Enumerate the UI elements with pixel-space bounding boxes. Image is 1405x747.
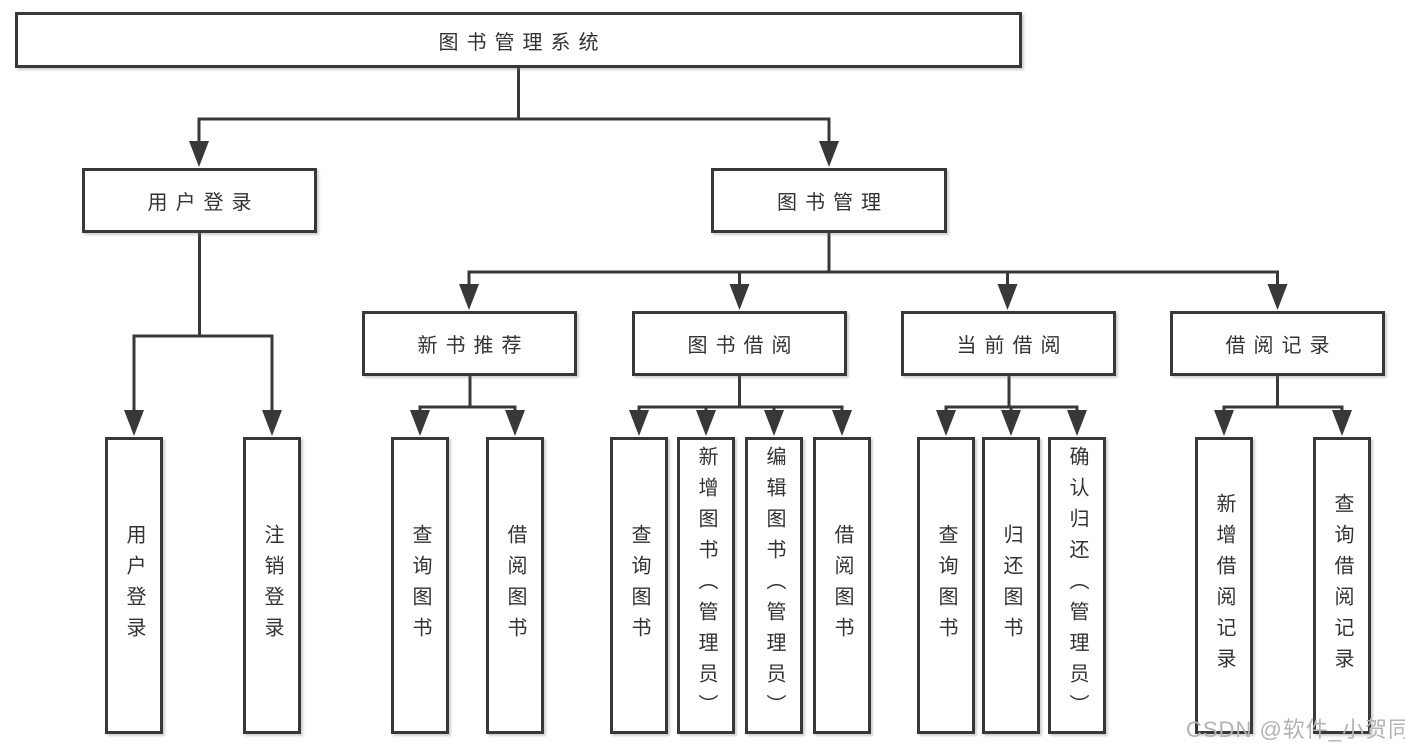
arrowhead [1001,410,1021,436]
node-label: 查询图书 [628,523,650,648]
node-current-borrow: 当前借阅 [901,311,1116,376]
node-leaf-add-books-admin: 新增图书（管理员） [677,437,735,734]
node-leaf-query-borrow-record: 查询借阅记录 [1313,437,1371,734]
arrowhead [1267,284,1288,310]
arrowhead [629,410,649,436]
node-leaf-query-books-1: 查询图书 [391,437,449,734]
arrowhead [819,141,839,167]
node-leaf-confirm-return-admin: 确认归还（管理员） [1048,437,1106,734]
node-label: 图书管理系统 [438,31,607,54]
node-leaf-add-borrow-record: 新增借阅记录 [1195,437,1253,734]
node-user-login: 用户登录 [82,168,317,233]
connector-line [467,270,1279,301]
node-label: 查询图书 [935,523,957,648]
node-leaf-borrow-books-2: 借阅图书 [813,437,871,734]
csdn-watermark: CSDN @软件_小贺同学 [1186,717,1405,742]
arrowhead [729,284,750,310]
node-leaf-edit-books-admin: 编辑图书（管理员） [745,437,803,734]
node-new-book-recommend: 新书推荐 [362,311,577,376]
arrowhead [832,410,852,436]
connector-line [132,334,274,428]
arrowhead [764,410,784,436]
node-label: 编辑图书（管理员） [763,446,785,725]
node-label: 当前借阅 [956,335,1069,357]
node-label: 借阅图书 [504,523,526,648]
arrowhead [189,141,209,167]
node-label: 借阅图书 [831,523,853,648]
arrowhead [262,410,282,436]
node-label: 用户登录 [123,523,145,648]
arrowhead [696,410,716,436]
node-label: 图书借阅 [687,335,800,357]
node-label: 查询图书 [409,523,431,648]
node-label: 注销登录 [261,523,283,648]
arrowhead [1214,410,1234,436]
node-root-system: 图书管理系统 [15,12,1022,68]
arrowhead [459,284,479,310]
node-label: 图书管理 [777,192,889,214]
connector-line [418,405,517,428]
node-label: 借阅记录 [1225,335,1338,357]
node-leaf-return-books: 归还图书 [982,437,1040,734]
node-leaf-logout: 注销登录 [243,437,301,734]
node-book-borrow: 图书借阅 [632,311,847,376]
node-label: 新书推荐 [417,335,530,357]
connector-line [197,117,831,158]
arrowhead [410,410,430,436]
node-leaf-query-books-3: 查询图书 [917,437,975,734]
node-label: 用户登录 [147,192,260,214]
arrowheads [124,141,1352,436]
node-leaf-user-login: 用户登录 [105,437,163,734]
arrowhead [505,410,525,436]
node-label: 确认归还（管理员） [1066,446,1088,725]
node-book-management: 图书管理 [711,168,947,233]
connector-line [1222,405,1344,428]
node-label: 新增借阅记录 [1213,492,1235,679]
node-leaf-borrow-books-1: 借阅图书 [486,437,544,734]
node-label: 新增图书（管理员） [695,446,717,725]
node-label: 归还图书 [1000,523,1022,648]
arrowhead [997,284,1018,310]
arrowhead [936,410,956,436]
node-leaf-query-books-2: 查询图书 [610,437,668,734]
connector-line [637,405,844,428]
arrowhead [1067,410,1087,436]
node-borrow-records: 借阅记录 [1170,311,1385,376]
node-label: 查询借阅记录 [1331,492,1353,679]
arrowhead [1332,410,1352,436]
arrowhead [124,410,144,436]
